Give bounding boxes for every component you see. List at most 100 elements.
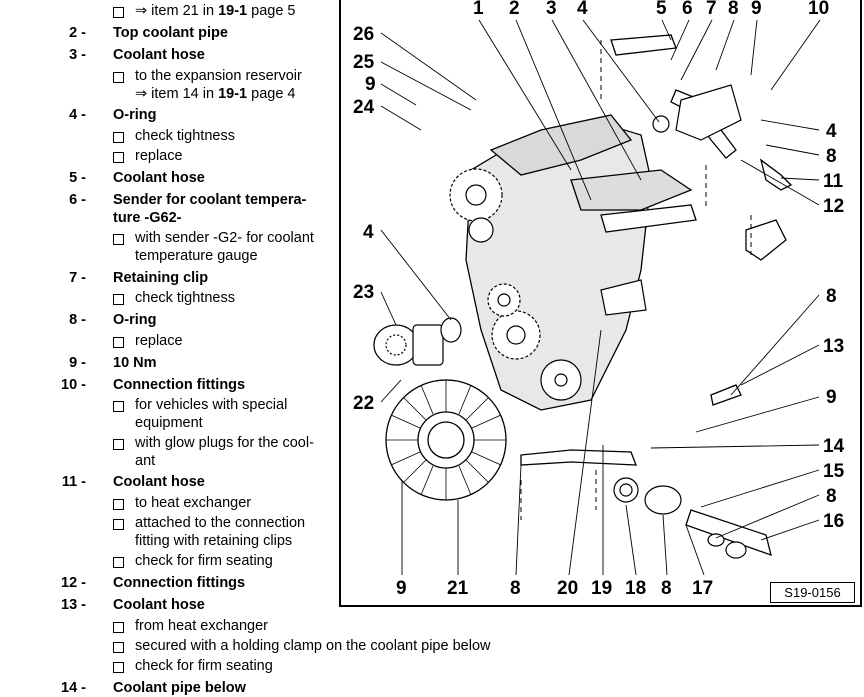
checkbox-icon bbox=[113, 7, 124, 18]
checkbox-icon bbox=[113, 234, 124, 245]
item-title-cont: ture -G62- bbox=[113, 210, 182, 226]
callout-26: 26 bbox=[353, 24, 374, 45]
item-title: 10 Nm bbox=[113, 355, 157, 371]
callout-19: 19 bbox=[591, 578, 612, 599]
item-title: Top coolant pipe bbox=[113, 25, 228, 41]
checkbox-icon bbox=[113, 557, 124, 568]
callout-2: 2 bbox=[509, 0, 520, 19]
ref-text: ⇒ item 21 in bbox=[135, 3, 219, 19]
item-number: 4 - bbox=[69, 107, 86, 123]
item-number: 14 - bbox=[61, 680, 86, 696]
ref-page: page 4 bbox=[247, 86, 296, 102]
callout-9-left: 9 bbox=[365, 74, 376, 95]
item-title: Coolant hose bbox=[113, 474, 205, 490]
item-sub: with sender -G2- for coolant bbox=[135, 230, 314, 246]
item-title: Connection fittings bbox=[113, 575, 246, 591]
item-number: 13 - bbox=[61, 597, 86, 613]
callout-20: 20 bbox=[557, 578, 578, 599]
callout-8-bottom-a: 8 bbox=[510, 578, 521, 599]
item-title: Coolant hose bbox=[113, 597, 205, 613]
callout-8-right-c: 8 bbox=[826, 486, 837, 507]
checkbox-icon bbox=[113, 294, 124, 305]
callout-9-bottom: 9 bbox=[396, 578, 407, 599]
exploded-diagram: 1 2 3 4 5 6 7 8 9 10 26 25 9 24 4 23 22 … bbox=[339, 0, 862, 607]
callout-22: 22 bbox=[353, 393, 374, 414]
item-sub: secured with a holding clamp on the cool… bbox=[135, 638, 491, 654]
item-title: Coolant hose bbox=[113, 170, 205, 186]
item-sub-cont: fitting with retaining clips bbox=[135, 533, 293, 549]
item-number: 10 - bbox=[61, 377, 86, 393]
callout-25: 25 bbox=[353, 52, 375, 73]
item-title: O-ring bbox=[113, 312, 157, 328]
callout-8-right-a: 8 bbox=[826, 146, 837, 167]
item-title: O-ring bbox=[113, 107, 157, 123]
callout-8-right-b: 8 bbox=[826, 286, 837, 307]
checkbox-icon bbox=[113, 401, 124, 412]
water-pump bbox=[373, 317, 462, 366]
item-number: 11 - bbox=[61, 474, 86, 490]
item-sub-cont: equipment bbox=[135, 415, 203, 431]
checkbox-icon bbox=[113, 519, 124, 530]
callout-11: 11 bbox=[823, 171, 844, 192]
ref-link[interactable]: 19-1 bbox=[218, 86, 248, 102]
callout-4: 4 bbox=[577, 0, 588, 19]
item-sub: attached to the connection bbox=[135, 515, 306, 531]
checkbox-icon bbox=[113, 439, 124, 450]
callout-1: 1 bbox=[473, 0, 484, 19]
item-sub: check tightness bbox=[135, 128, 235, 144]
checkbox-icon bbox=[113, 642, 124, 653]
item-sub: to the expansion reservoir bbox=[135, 68, 302, 84]
callout-3: 3 bbox=[546, 0, 557, 19]
checkbox-icon bbox=[113, 152, 124, 163]
callout-12: 12 bbox=[823, 196, 844, 217]
callout-4-right: 4 bbox=[826, 121, 837, 142]
install-lines bbox=[520, 40, 752, 520]
callout-16: 16 bbox=[823, 511, 844, 532]
ref-text: ⇒ item 14 in bbox=[135, 86, 219, 102]
callout-8-bottom-b: 8 bbox=[661, 578, 672, 599]
callout-7: 7 bbox=[706, 0, 717, 19]
item-sub: to heat exchanger bbox=[135, 495, 252, 511]
thermostat-parts bbox=[600, 84, 747, 559]
item-sub: replace bbox=[135, 333, 183, 349]
item-title: Coolant pipe below bbox=[113, 680, 246, 696]
item-number: 8 - bbox=[69, 312, 86, 328]
item-title: Connection fittings bbox=[113, 377, 246, 393]
callout-9: 9 bbox=[751, 0, 762, 19]
callout-18: 18 bbox=[625, 578, 646, 599]
callout-4-left: 4 bbox=[363, 222, 374, 243]
item-sub: with glow plugs for the cool- bbox=[135, 435, 314, 451]
checkbox-icon bbox=[113, 499, 124, 510]
item-number: 7 - bbox=[69, 270, 86, 286]
callout-23: 23 bbox=[353, 282, 374, 303]
engine-cooling-diagram: 1 2 3 4 5 6 7 8 9 10 26 25 9 24 4 23 22 … bbox=[353, 0, 845, 599]
callout-15: 15 bbox=[823, 461, 845, 482]
checkbox-icon bbox=[113, 662, 124, 673]
ref-link[interactable]: 19-1 bbox=[218, 3, 248, 19]
ref-page: page 5 bbox=[247, 3, 296, 19]
item-sub: from heat exchanger bbox=[135, 618, 268, 634]
callout-10: 10 bbox=[808, 0, 829, 19]
callout-14: 14 bbox=[823, 436, 845, 457]
item-sub-cont: ant bbox=[135, 453, 156, 469]
item-sub: replace bbox=[135, 148, 183, 164]
item-title: Retaining clip bbox=[113, 270, 209, 286]
item-number: 3 - bbox=[69, 47, 86, 63]
callout-6: 6 bbox=[682, 0, 693, 19]
legend-item1-ref: ⇒ item 21 in 19-1 page 5 bbox=[0, 3, 340, 20]
callout-8: 8 bbox=[728, 0, 739, 19]
checkbox-icon bbox=[113, 132, 124, 143]
leader-lines bbox=[380, 19, 821, 576]
callout-24: 24 bbox=[353, 97, 375, 118]
item-number: 2 - bbox=[69, 25, 86, 41]
item-sub-cont: temperature gauge bbox=[135, 248, 258, 264]
item-sub: check for firm seating bbox=[135, 658, 273, 674]
item-number: 5 - bbox=[69, 170, 86, 186]
item-title: Sender for coolant tempera- bbox=[113, 192, 307, 208]
gears bbox=[449, 168, 582, 401]
callout-9-right: 9 bbox=[826, 387, 837, 408]
legend-panel: ⇒ item 21 in 19-1 page 5 2 - Top coolant… bbox=[0, 0, 490, 696]
figure-id-label: S19-0156 bbox=[770, 582, 855, 603]
checkbox-icon bbox=[113, 72, 124, 83]
item-number: 6 - bbox=[69, 192, 86, 208]
